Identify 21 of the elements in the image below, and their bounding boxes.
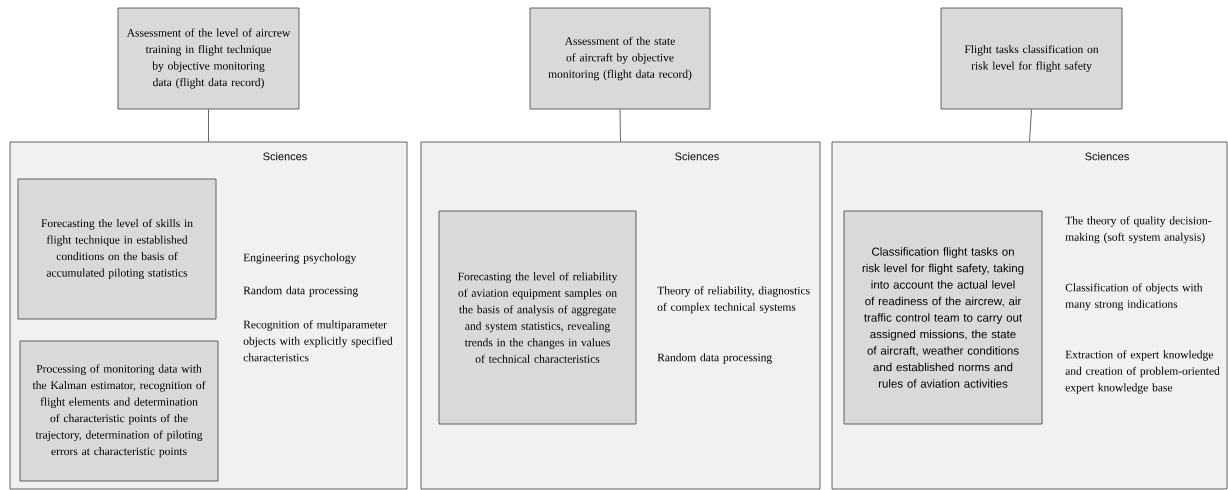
method-box: Classification flight tasks on risk level for flight safety, taking into account the actual level of readiness of the aircrew, air traffic control team to carry out assigned missions, the state of aircraft, weather conditions and established norms and rules of aviation activities: [843, 210, 1043, 425]
panel-heading: Sciences: [1085, 152, 1129, 161]
task-box: Assessment of the level of aircrew training in flight technique by objective monitoring data (flight data record): [117, 7, 300, 110]
task-box: Assessment of the state of aircraft by objective monitoring (flight data record): [529, 7, 711, 110]
method-box: Forecasting the level of skills in flight technique in established conditions on the basis of accumulated piloting statistics: [17, 178, 217, 320]
science-item: Extraction of expert knowledge and creation of problem-oriented expert knowledge base: [1065, 350, 1220, 394]
science-item: Engineering psychology: [243, 253, 357, 264]
science-item: Recognition of multiparameter objects with explicitly specified characteristics: [243, 320, 393, 362]
science-item: Classification of objects with many strong indications: [1065, 283, 1203, 311]
science-item: Random data processing: [657, 353, 772, 364]
science-item: The theory of quality decision-making (soft system analysis): [1065, 216, 1212, 244]
science-item: Random data processing: [243, 286, 358, 297]
task-box: Flight tasks classification on risk level for flight safety: [940, 7, 1123, 110]
connector-line: [208, 109, 209, 142]
panel-heading: Sciences: [675, 152, 719, 161]
connector-line: [1029, 109, 1032, 142]
panel-heading: Sciences: [263, 152, 307, 161]
science-item: Theory of reliability, diagnostics of complex technical systems: [657, 286, 810, 314]
method-box: Forecasting the level of reliability of aviation equipment samples on the basis of analysis of aggregate and system statistics, revealing trends in the changes in values of technical characteristics: [438, 210, 637, 425]
connector-line: [619, 109, 621, 142]
method-box: Processing of monitoring data with the Kalman estimator, recognition of flight elements and determination of characteristic points of the trajectory, determination of piloting errors at characteristic points: [19, 340, 219, 482]
